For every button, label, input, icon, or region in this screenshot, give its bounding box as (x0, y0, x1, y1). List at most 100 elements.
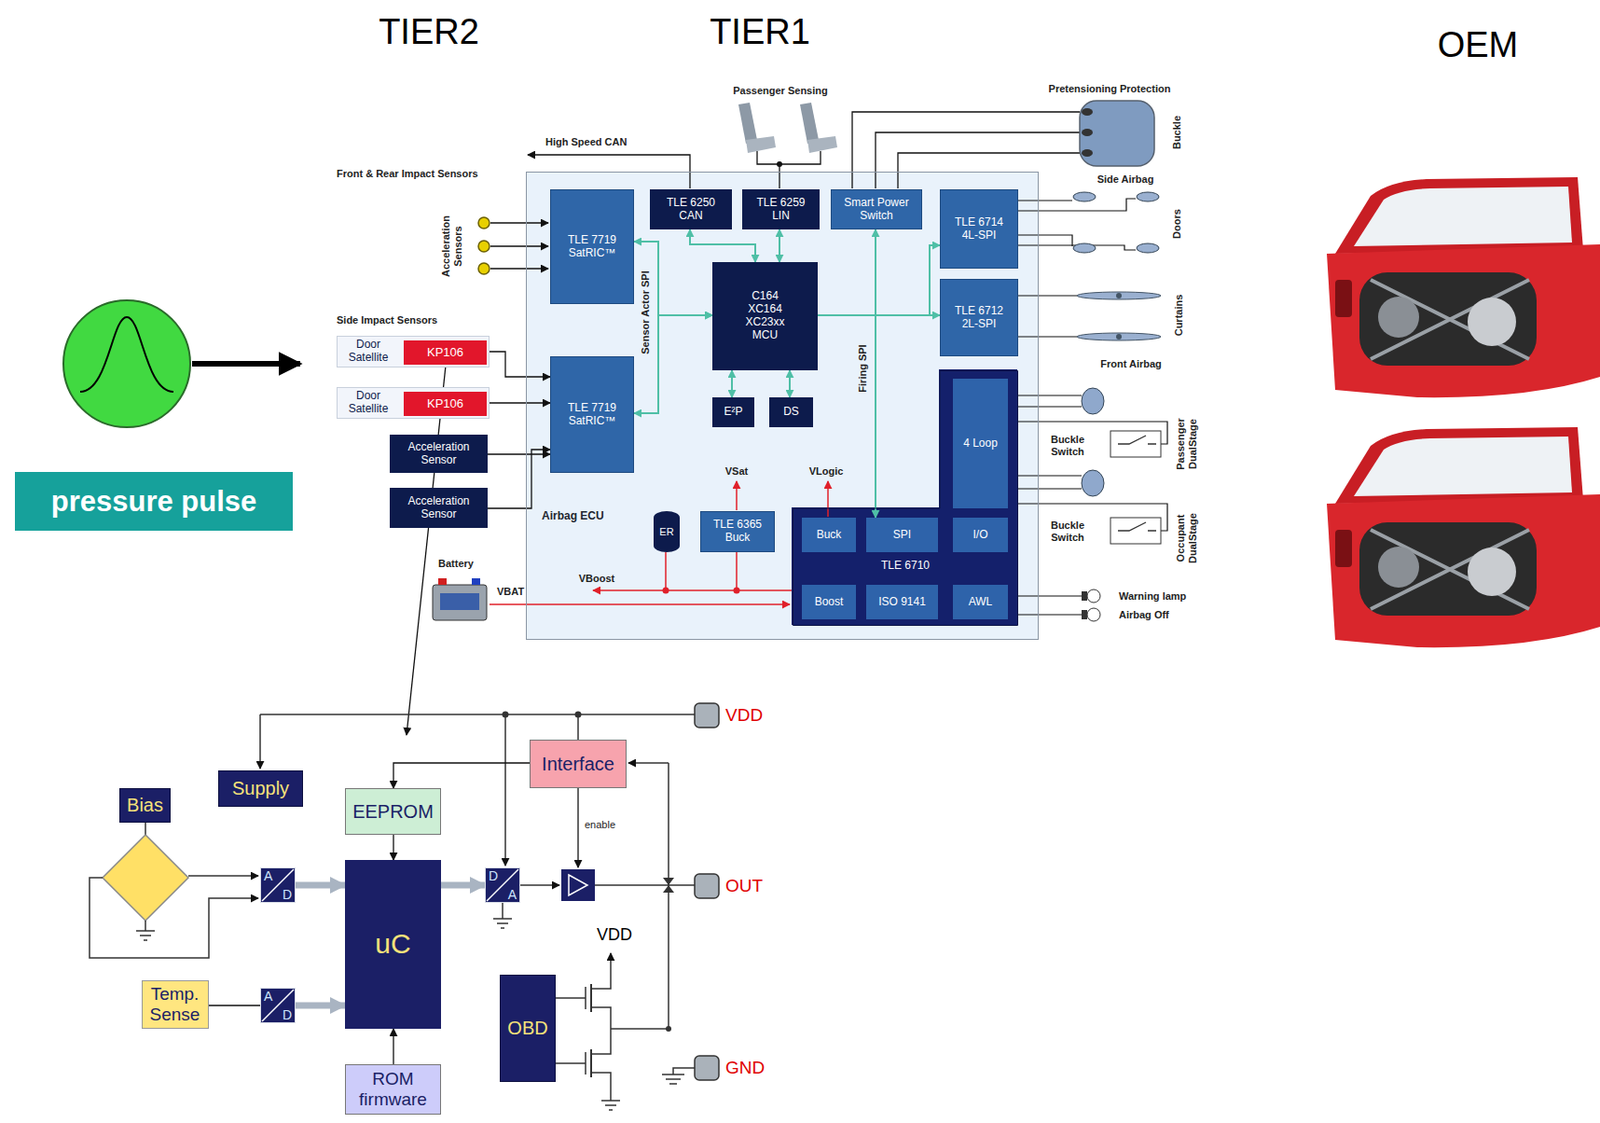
node-text: EEPROM (352, 800, 434, 823)
chip-box: Acceleration Sensor (389, 434, 488, 473)
connector (295, 1002, 345, 1009)
node-text: Interface (541, 753, 615, 775)
connector (295, 882, 345, 889)
sensor-chip: KP106 (403, 340, 487, 365)
node-text: A (508, 886, 517, 902)
node-text: Bias (126, 794, 164, 816)
pin-name: GND (725, 1057, 765, 1078)
connector (778, 229, 781, 263)
function-block: I/O (952, 517, 1008, 552)
annotation-label: Passenger Sensing (732, 84, 828, 97)
connector (689, 229, 756, 263)
connector (788, 370, 791, 398)
node-text: Temp. Sense (145, 983, 206, 1025)
tier-heading: TIER1 (709, 12, 811, 54)
microcontroller-block: uC (344, 859, 442, 1029)
output-transistors (555, 952, 695, 1110)
chip-box: Acceleration Sensor (389, 487, 488, 528)
car-door (1326, 427, 1600, 648)
annotation-label: Occupant DualStage (1174, 509, 1199, 567)
node-text: ER (659, 525, 674, 538)
function-block: Boost (801, 584, 856, 620)
chip-box: E²P (712, 397, 755, 428)
pressure-pulse-symbol (63, 300, 301, 428)
chip-box: C164 XC164 XC23xx MCU (712, 262, 818, 371)
node-text: TLE 6712 2L-SPI (951, 304, 1007, 332)
curtain-airbags (1017, 291, 1161, 341)
annotation-label: High Speed CAN (545, 136, 627, 149)
connector (487, 453, 551, 455)
node-text: DS (783, 405, 800, 419)
converter-symbol: AD (260, 987, 296, 1023)
annotation-label: VBAT (496, 585, 525, 598)
annotation-label: Airbag Off (1118, 608, 1170, 621)
converter-symbol: AD (260, 867, 296, 903)
annotation-label: Acceleration Sensors (440, 211, 464, 282)
pins (694, 703, 719, 1080)
node-text: Acceleration Sensor (398, 495, 481, 522)
car-door (1326, 177, 1600, 398)
annotation-label: VSat (725, 465, 748, 478)
chip-box: TLE 6712 2L-SPI (939, 278, 1019, 357)
node-text: Buck (816, 528, 842, 542)
passenger-seats (738, 102, 838, 189)
connector (392, 834, 394, 860)
node-text: TLE 7719 SatRIC™ (563, 234, 621, 261)
annotation-label: VDD (596, 924, 633, 945)
connector (487, 449, 551, 509)
acceleration-sensors (478, 217, 549, 275)
chip-box: TLE 6714 4L-SPI (939, 189, 1019, 269)
connector (441, 882, 485, 889)
function-block: AWL (952, 584, 1008, 620)
node-text: TLE 7719 SatRIC™ (563, 401, 621, 428)
annotation-label: Doors (1171, 208, 1184, 239)
node-text: pressure pulse (51, 484, 258, 519)
pin-name: VDD (725, 704, 763, 726)
memory-block: EEPROM (344, 787, 442, 835)
zoom-arrow (406, 365, 446, 735)
annotation-label: Buckle Switch (1046, 519, 1090, 543)
node-text: TLE 6714 4L-SPI (951, 216, 1007, 243)
connector (731, 370, 733, 398)
annotation-label: Front Airbag (1100, 358, 1162, 371)
node-text: Acceleration Sensor (398, 441, 481, 468)
circuit-wiring (89, 711, 695, 1030)
annotation-label: Pretensioning Protection (1048, 82, 1172, 96)
annotation-label: Side Airbag (1097, 173, 1155, 186)
node-text: C164 XC164 XC23xx MCU (739, 289, 792, 342)
function-block: ISO 9141 (866, 584, 938, 620)
chip-box: TLE 6259 LIN (742, 189, 820, 230)
node-text: TLE 6250 CAN (663, 196, 718, 223)
annotation-label: Battery (438, 557, 474, 570)
node-text: 4 Loop (963, 437, 998, 451)
node-text: KP106 (427, 397, 464, 412)
node-text: D (282, 886, 292, 902)
chip-box: TLE 7719 SatRIC™ (550, 356, 635, 473)
annotation-label: Buckle Switch (1046, 433, 1090, 457)
power-wiring (489, 481, 828, 605)
circuit-block: Bias (119, 787, 171, 823)
node-text: D (488, 868, 498, 883)
node-text: I/O (972, 528, 988, 542)
node-text: Airbag ECU (541, 510, 605, 524)
sensor-block: Temp. Sense (141, 979, 209, 1029)
chip-box: TLE 6365 Buck (700, 510, 775, 552)
node-text: OBD (507, 1017, 548, 1039)
node-text: TLE 6259 LIN (754, 196, 809, 223)
circuit-block: Supply (218, 770, 304, 807)
circuit-block: OBD (499, 974, 556, 1082)
node-text: Smart Power Switch (837, 196, 916, 223)
node-text: A (263, 868, 273, 883)
annotation-label: Sensor Actor SPI (639, 270, 652, 354)
node-text: D (282, 1006, 292, 1022)
connector (208, 1004, 262, 1006)
node-text: uC (374, 927, 411, 961)
tier-heading: OEM (1437, 25, 1519, 67)
annotation-label: Front & Rear Impact Sensors (336, 167, 479, 180)
node-text: ISO 9141 (878, 595, 926, 609)
node-text: TLE 6710 (792, 559, 1019, 573)
node-text: TLE 6365 Buck (710, 518, 765, 545)
buckle-switches (1017, 421, 1168, 544)
connector (817, 245, 940, 316)
